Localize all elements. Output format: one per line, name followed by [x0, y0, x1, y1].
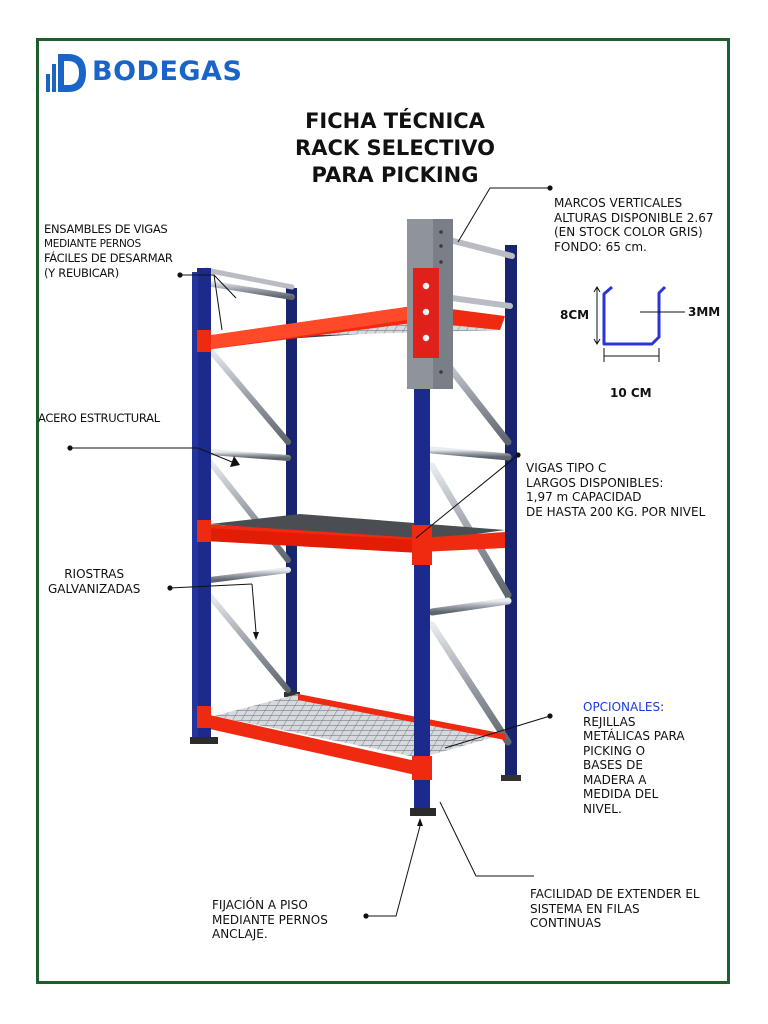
note-vigas: VIGAS TIPO C LARGOS DISPONIBLES: 1,97 m … [526, 461, 706, 519]
title-line-3: PARA PICKING [311, 163, 479, 187]
title-line-1: FICHA TÉCNICA [305, 109, 485, 133]
page-border [36, 38, 730, 984]
rear-left-upright [284, 288, 300, 698]
note-ensambles: ENSAMBLES DE VIGAS MEDIANTE PERNOS FÁCIL… [44, 222, 173, 280]
brand-logo: BODEGAS [44, 48, 242, 94]
dim-height-label: 8CM [560, 308, 590, 322]
title-line-2: RACK SELECTIVO [295, 136, 495, 160]
note-facilidad: FACILIDAD DE EXTENDER EL SISTEMA EN FILA… [530, 887, 700, 930]
rear-right-upright [501, 245, 521, 781]
dim-thickness-label: 3MM [688, 305, 721, 319]
c-profile-drawing [593, 285, 685, 362]
front-right-upright [410, 388, 436, 816]
shelf-level-3 [205, 694, 505, 776]
dim-width-label: 10 CM [610, 386, 652, 400]
opcionales-label: OPCIONALES [583, 700, 661, 714]
leader-dots [67, 185, 553, 919]
brand-name: BODEGAS [92, 55, 243, 87]
note-opcionales: OPCIONALES: REJILLAS METÁLICAS PARA PICK… [583, 700, 685, 816]
leader-lines [70, 187, 551, 917]
note-marcos-verticales: MARCOS VERTICALES ALTURAS DISPONIBLE 2.6… [554, 196, 714, 254]
note-riostras: RIOSTRAS GALVANIZADAS [48, 567, 141, 596]
note-acero-estructural: ACERO ESTRUCTURAL [38, 411, 160, 425]
shelf-level-1 [205, 305, 505, 350]
upright-detail-section [407, 219, 453, 389]
document-title: FICHA TÉCNICA RACK SELECTIVO PARA PICKIN… [250, 108, 540, 189]
brand-mark-icon [46, 54, 86, 92]
front-left-upright [190, 268, 218, 744]
note-fijacion: FIJACIÓN A PISO MEDIANTE PERNOS ANCLAJE. [212, 898, 328, 941]
